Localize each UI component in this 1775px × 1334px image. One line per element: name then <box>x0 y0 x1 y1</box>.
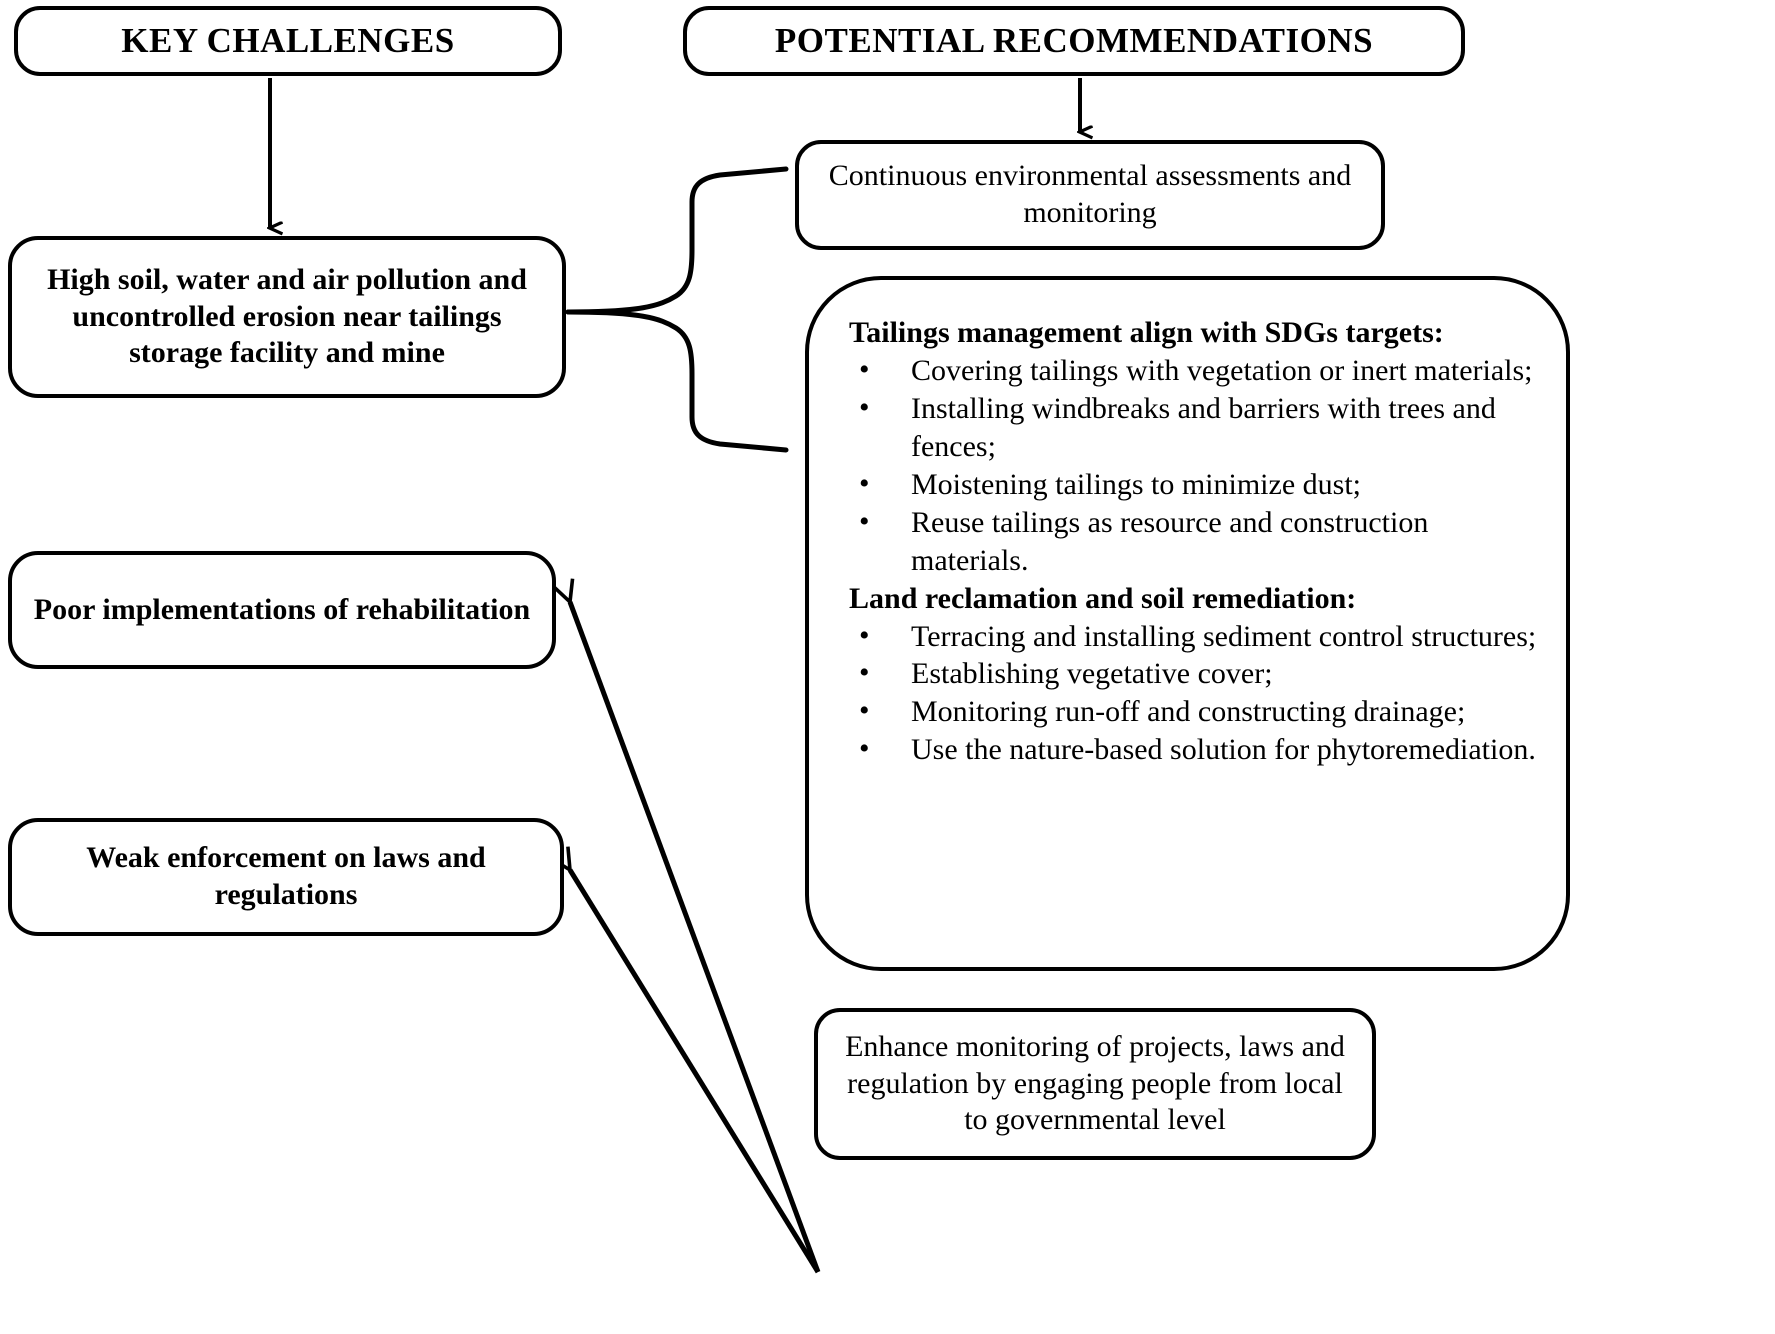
group-title-tailings-management: Tailings management align with SDGs targ… <box>849 316 1444 349</box>
list-item-label: Moistening tailings to minimize dust; <box>911 467 1361 501</box>
bullet-icon: • <box>859 504 870 538</box>
challenge-box-pollution: High soil, water and air pollution and u… <box>8 236 566 398</box>
recommendation-box-enhance-monitoring: Enhance monitoring of projects, laws and… <box>814 1008 1376 1160</box>
bullet-list-land-reclamation: • Terracing and installing sediment cont… <box>849 618 1548 770</box>
list-item-label: Installing windbreaks and barriers with … <box>911 391 1496 463</box>
list-item: • Monitoring run-off and constructing dr… <box>849 693 1548 731</box>
recommendation-box-monitoring: Continuous environmental assessments and… <box>795 140 1385 250</box>
list-item: • Terracing and installing sediment cont… <box>849 618 1548 656</box>
list-item: • Use the nature-based solution for phyt… <box>849 731 1548 769</box>
brace-pollution-to-recommendations-lower <box>565 309 789 453</box>
list-item: • Establishing vegetative cover; <box>849 655 1548 693</box>
bullet-icon: • <box>859 352 870 386</box>
list-item-label: Monitoring run-off and constructing drai… <box>911 695 1466 729</box>
recommendation-box-tailings-and-reclamation: Tailings management align with SDGs targ… <box>805 276 1570 971</box>
list-item-label: Reuse tailings as resource and construct… <box>911 505 1429 577</box>
list-item-label: Establishing vegetative cover; <box>911 657 1273 691</box>
list-item-label: Covering tailings with vegetation or ine… <box>911 353 1533 387</box>
brace-pollution-to-recommendations <box>565 166 789 315</box>
bullet-icon: • <box>859 656 870 690</box>
group-title-land-reclamation: Land reclamation and soil remediation: <box>849 581 1357 615</box>
list-item: • Covering tailings with vegetation or i… <box>849 352 1548 390</box>
bullet-icon: • <box>859 618 870 652</box>
bullet-icon: • <box>859 390 870 424</box>
bullet-icon: • <box>859 694 870 728</box>
recommendation-list: Tailings management align with SDGs targ… <box>849 314 1548 769</box>
challenge-box-enforcement: Weak enforcement on laws and regulations <box>8 818 564 936</box>
arrow-enhance-to-rehabilitation <box>570 602 821 1273</box>
list-item-label: Terracing and installing sediment contro… <box>911 619 1537 653</box>
challenge-box-rehabilitation: Poor implementations of rehabilitation <box>8 551 556 669</box>
list-item: • Installing windbreaks and barriers wit… <box>849 390 1548 466</box>
list-item: • Moistening tailings to minimize dust; <box>849 466 1548 504</box>
header-key-challenges: KEY CHALLENGES <box>14 6 562 76</box>
bullet-list-tailings-management: • Covering tailings with vegetation or i… <box>849 352 1548 580</box>
arrow-enhance-to-enforcement <box>570 870 821 1274</box>
bullet-icon: • <box>859 732 870 766</box>
list-item-label: Use the nature-based solution for phytor… <box>911 733 1536 767</box>
list-item: • Reuse tailings as resource and constru… <box>849 504 1548 580</box>
bullet-icon: • <box>859 466 870 500</box>
header-potential-recommendations: POTENTIAL RECOMMENDATIONS <box>683 6 1465 76</box>
